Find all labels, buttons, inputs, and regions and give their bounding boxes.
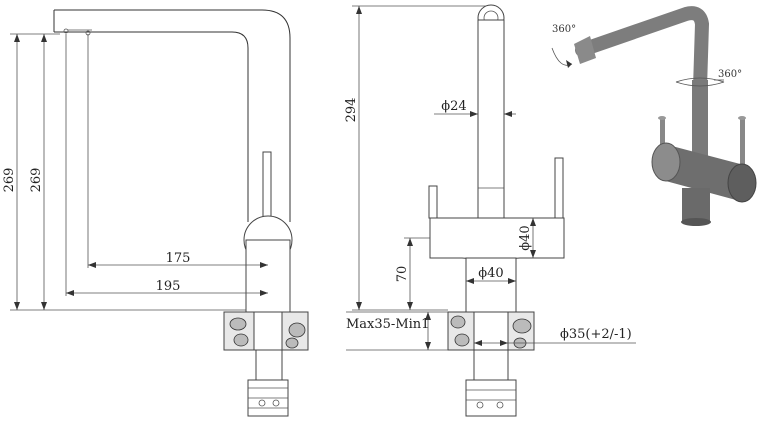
spout-diameter-label: ϕ24 [441, 99, 466, 114]
spout-column-front [477, 19, 505, 219]
perspective-view: 360° 360° [551, 6, 757, 226]
spout-rotation-label: 360° [552, 24, 576, 35]
hole-diameter-label: ϕ35(+2/-1) [560, 327, 632, 342]
height-label-2: 269 [29, 168, 44, 193]
spout-inner-edge [54, 31, 249, 222]
handle-rotation-label: 360° [718, 69, 742, 80]
base-diameter-label: ϕ40 [478, 266, 503, 281]
side-view: 269 269 175 195 [2, 9, 309, 417]
spout-outer-edge [54, 9, 291, 222]
nut-front [465, 379, 517, 417]
column-perspective [692, 80, 708, 156]
shank-side [255, 349, 283, 381]
body-diameter-label: ϕ40 [518, 225, 533, 250]
lever-left [428, 185, 438, 219]
reach-label-195: 195 [156, 279, 181, 294]
shank-front [473, 349, 509, 381]
height-label-1: 269 [2, 168, 17, 193]
reach-label-175: 175 [166, 251, 191, 266]
height-label-294: 294 [344, 98, 359, 123]
deck-thickness-label: Max35-Min1 [346, 317, 429, 332]
lever-handle [262, 151, 272, 223]
lever-right [554, 157, 564, 219]
front-view: 294 ϕ24 ϕ40 ϕ40 70 Max35-Min1 [344, 4, 636, 417]
spout-perspective [575, 6, 710, 95]
body-perspective [662, 145, 744, 200]
body-column-side [245, 239, 291, 313]
base-height-label: 70 [395, 266, 410, 283]
